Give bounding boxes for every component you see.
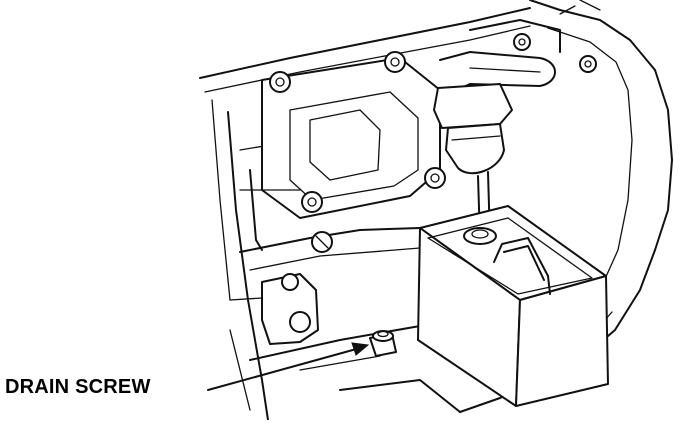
fuel-valve-body	[433, 83, 513, 129]
sediment-cup	[445, 123, 505, 175]
filler-cap	[463, 227, 497, 245]
cylinder-head-cover	[261, 57, 441, 219]
drain-screw-part	[369, 330, 397, 357]
engine-mount-arm	[239, 227, 421, 253]
drain-screw-label: DRAIN SCREW	[5, 376, 151, 398]
fuel-catch-container	[417, 205, 609, 407]
top-crossbar	[199, 7, 531, 79]
drain-screw-leader-line	[207, 347, 361, 391]
fuel-pipe	[439, 51, 556, 93]
engine-block-left-edge	[227, 111, 269, 421]
cover-bolts	[269, 51, 446, 213]
container-handle	[493, 237, 551, 295]
